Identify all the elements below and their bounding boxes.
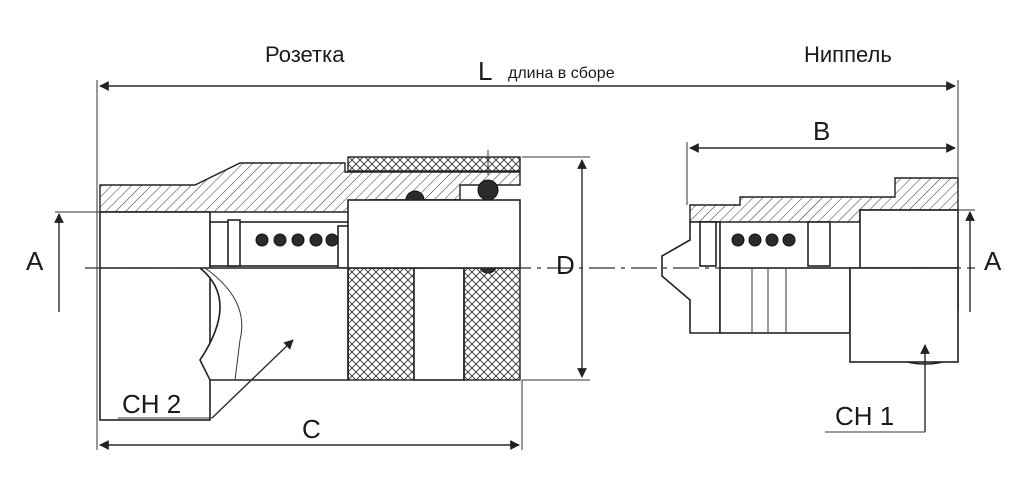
callout-ch2: CH 2 <box>118 339 294 419</box>
dimension-l-label: L <box>478 56 492 86</box>
dimension-d: D <box>522 156 590 381</box>
dimension-l: L длина в сборе <box>96 56 959 215</box>
dimension-a-right: A <box>958 209 1002 312</box>
nipple-body <box>661 177 959 365</box>
dimension-a-left-label: A <box>26 246 44 276</box>
dimension-c: C <box>96 215 523 450</box>
coupler-heading: Розетка <box>265 42 345 67</box>
callout-ch1: CH 1 <box>825 344 930 433</box>
dimension-b-label: B <box>813 116 830 146</box>
coupler-body <box>99 150 521 421</box>
callout-ch2-label: CH 2 <box>122 389 181 419</box>
callout-ch1-label: CH 1 <box>835 401 894 431</box>
dimension-a-right-label: A <box>984 246 1002 276</box>
dimension-l-note: длина в сборе <box>508 65 615 82</box>
nipple-heading: Ниппель <box>804 42 892 67</box>
dimension-c-label: C <box>302 414 321 444</box>
dimension-b: B <box>686 116 956 205</box>
nipple-spring <box>699 221 831 267</box>
dimension-d-label: D <box>556 250 575 280</box>
dimension-a-left: A <box>26 211 100 312</box>
